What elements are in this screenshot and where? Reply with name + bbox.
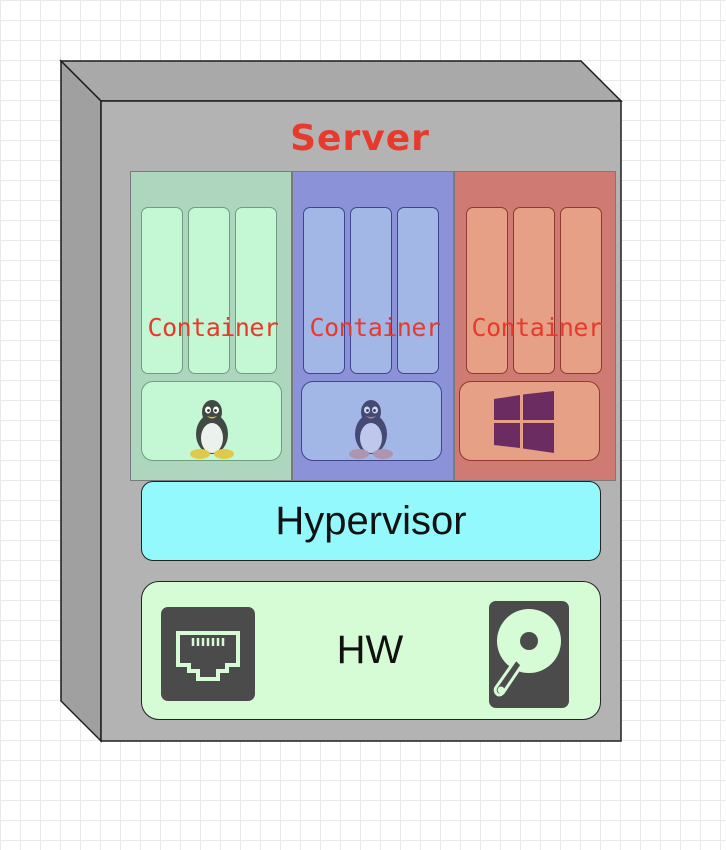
container-slot: [513, 207, 555, 374]
container-slot: [560, 207, 602, 374]
container-slot: [188, 207, 230, 374]
container-label: Container: [309, 313, 441, 342]
container-slot: [303, 207, 345, 374]
server-title: Server: [290, 118, 430, 159]
container-label: Container: [147, 313, 279, 342]
container-label: Container: [471, 313, 603, 342]
linux-tux-icon: [190, 400, 234, 459]
container-slot: [235, 207, 277, 374]
container-slot: [397, 207, 439, 374]
ethernet-port-icon: [161, 607, 255, 701]
container-slot: [466, 207, 508, 374]
hypervisor-layer: Hypervisor: [141, 481, 601, 561]
container-slot: [350, 207, 392, 374]
linux-tux-icon: [349, 400, 393, 459]
container-slot: [141, 207, 183, 374]
windows-logo-icon: [494, 391, 554, 453]
hw-label: HW: [336, 628, 404, 672]
hard-disk-icon: [489, 601, 569, 708]
